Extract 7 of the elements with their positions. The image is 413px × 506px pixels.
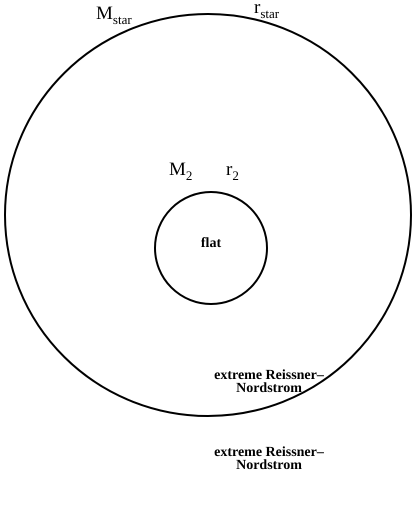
region-label: flat <box>200 237 222 250</box>
region-label: extreme Reissner–Nordstrom <box>213 369 325 395</box>
symbol-label: M$_{star}$ <box>96 3 132 28</box>
symbol-label: r$_{2}$ <box>226 159 239 184</box>
symbol-label: r$_{star}$ <box>254 0 280 22</box>
region-label: extreme Reissner–Nordstrom <box>213 446 325 472</box>
symbol-label: M$_{2}$ <box>169 159 192 184</box>
